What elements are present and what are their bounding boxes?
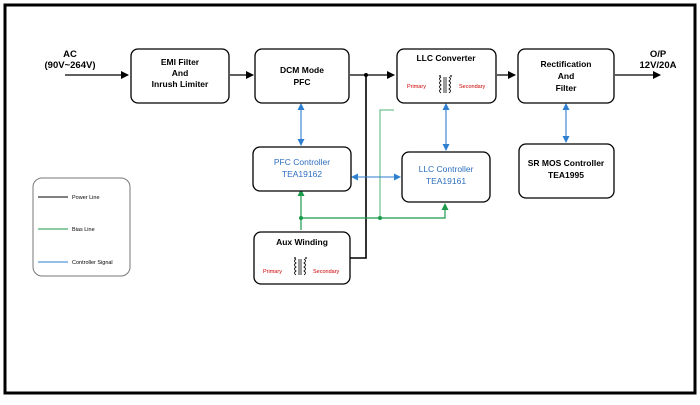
output-label: O/P — [650, 49, 667, 60]
llc-controller-block: LLC Controller TEA19161 — [401, 151, 491, 203]
aux-primary-label: Primary — [263, 269, 282, 275]
power-lines — [65, 71, 661, 259]
outer-frame — [3, 3, 697, 395]
transformer-icon — [294, 258, 306, 276]
rect-line3: Filter — [556, 83, 577, 93]
legend-power-label: Power Line — [72, 195, 100, 201]
aux-secondary-label: Secondary — [313, 269, 340, 275]
llc-primary-label: Primary — [407, 84, 426, 90]
llc-ctrl-line1: LLC Controller — [419, 164, 474, 174]
pfc-ctrl-line2: TEA19162 — [282, 169, 322, 179]
emi-line3: Inrush Limiter — [152, 79, 209, 89]
output-rating: 12V/20A — [640, 60, 677, 71]
emi-line1: EMI Filter — [161, 57, 200, 67]
legend-bias-label: Bias Line — [72, 227, 95, 233]
llc-secondary-label: Secondary — [459, 84, 486, 90]
pfc-controller-block: PFC Controller TEA19162 — [252, 146, 352, 192]
emi-line2: And — [172, 68, 189, 78]
sr-ctrl-line1: SR MOS Controller — [528, 158, 605, 168]
llc-ctrl-line2: TEA19161 — [426, 176, 466, 186]
pfc-line2: PFC — [294, 77, 311, 87]
sr-mos-controller-block: SR MOS Controller TEA1995 — [518, 143, 615, 199]
transformer-icon — [439, 76, 451, 94]
bias-lines — [297, 109, 449, 230]
pfc-ctrl-line1: PFC Controller — [274, 157, 330, 167]
rect-line2: And — [558, 71, 575, 81]
emi-filter-block: EMI Filter And Inrush Limiter — [130, 48, 230, 104]
llc-converter-block: LLC Converter Primary Secondary — [396, 48, 497, 104]
input-range: (90V~264V) — [45, 60, 96, 71]
pfc-block: DCM Mode PFC — [254, 48, 350, 104]
pfc-line1: DCM Mode — [280, 65, 324, 75]
aux-winding-block: Aux Winding Primary Secondary — [253, 231, 351, 285]
llc-title: LLC Converter — [416, 53, 476, 63]
legend: Power Line Bias Line Controller Signal — [32, 177, 131, 277]
sr-ctrl-line2: TEA1995 — [548, 170, 584, 180]
rect-line1: Rectification — [540, 59, 591, 69]
controller-signal-lines — [297, 103, 570, 181]
input-label: AC — [63, 49, 77, 60]
legend-signal-label: Controller Signal — [72, 260, 113, 266]
rectification-block: Rectification And Filter — [517, 48, 615, 104]
aux-title: Aux Winding — [276, 237, 328, 247]
